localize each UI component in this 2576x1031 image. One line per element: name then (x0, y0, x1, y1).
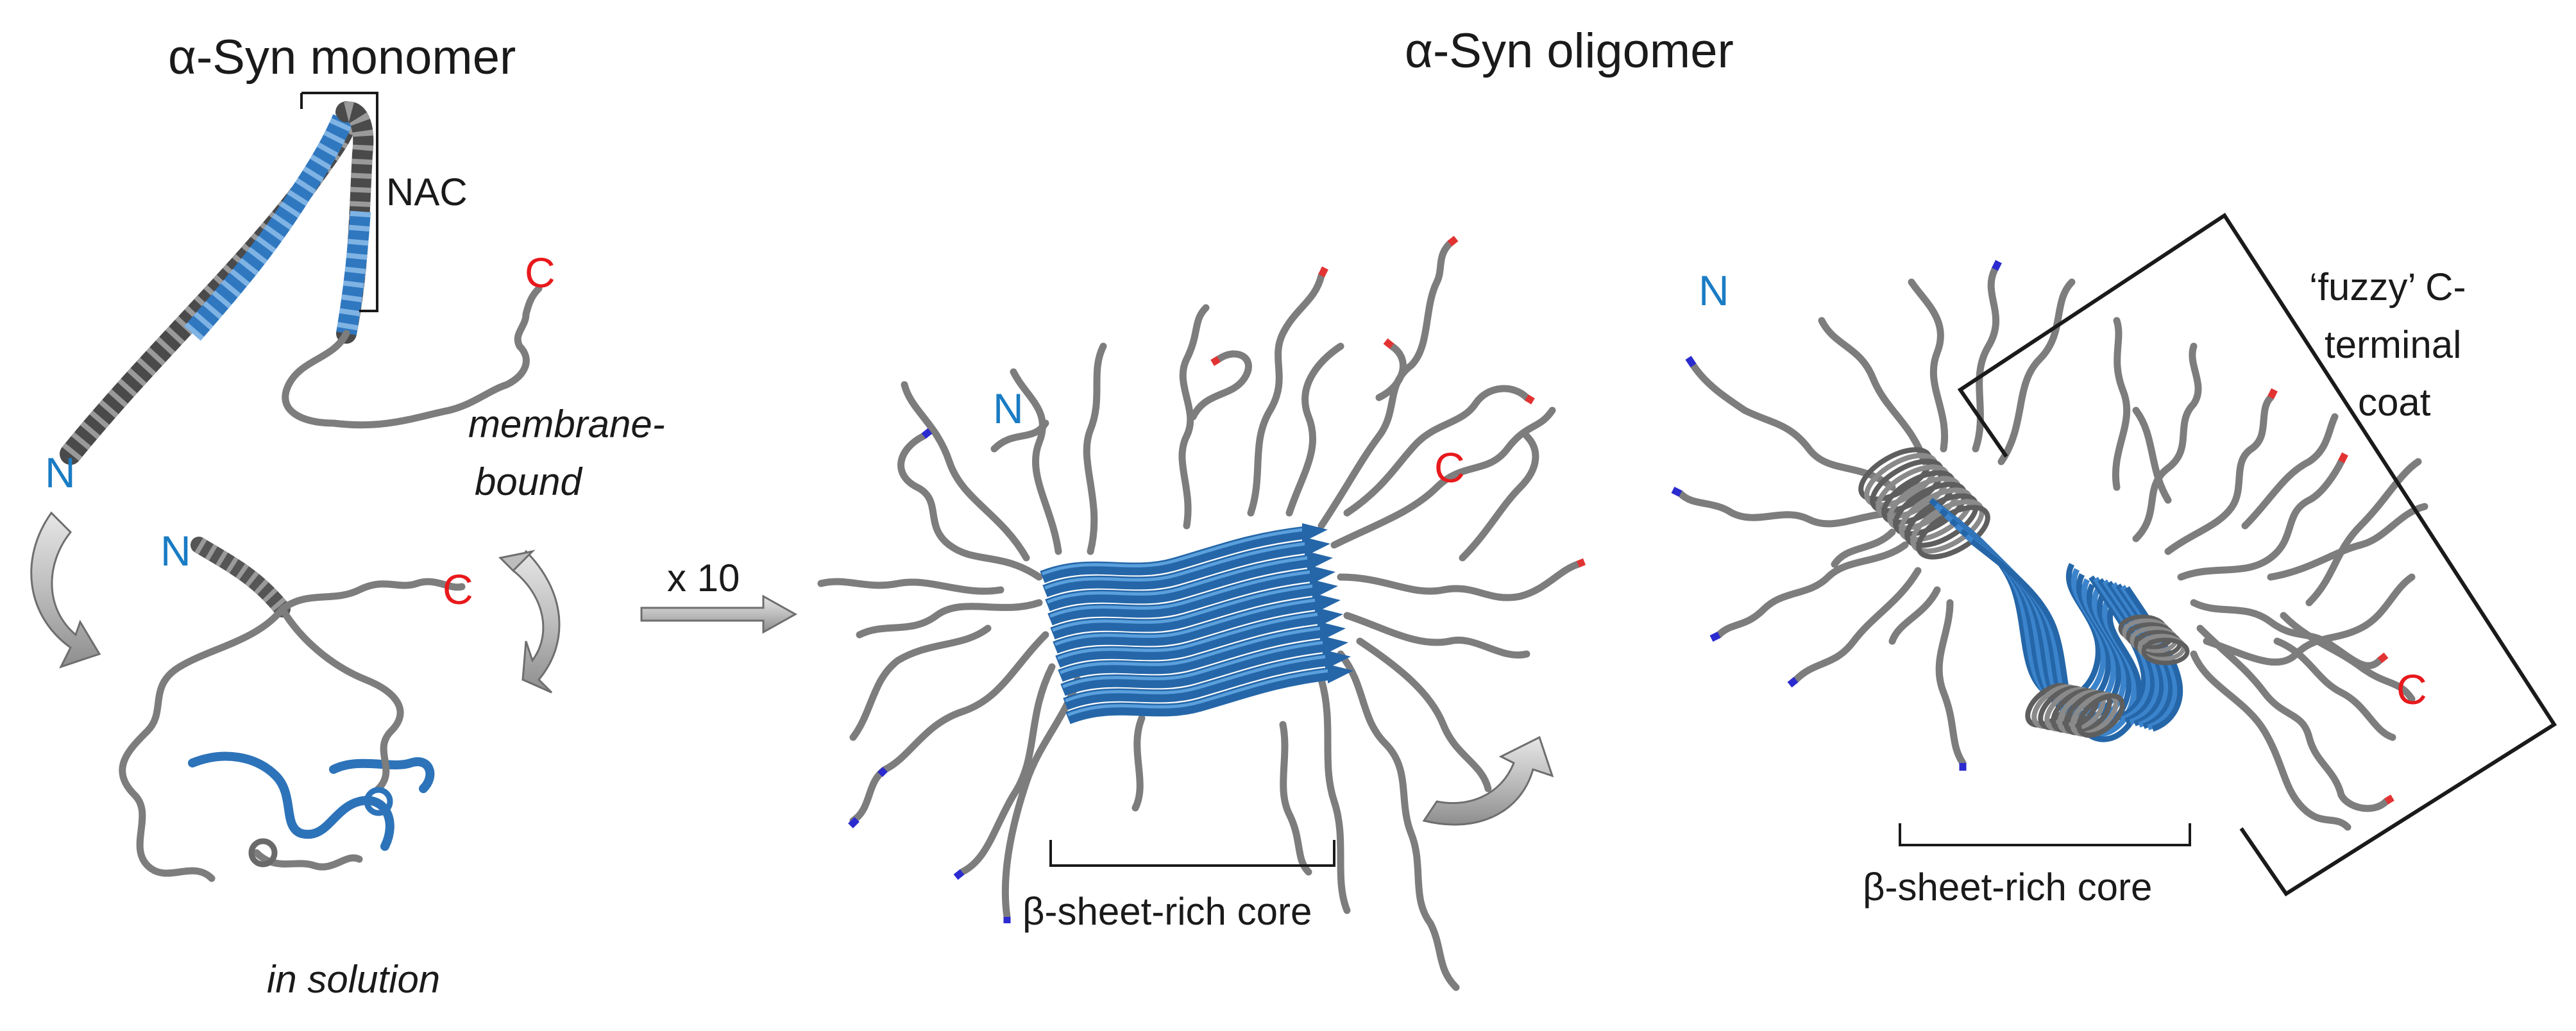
beta-strand-tip (1302, 523, 1328, 542)
oligomer-c-terminus: C (1434, 444, 1465, 491)
nac-bracket (300, 92, 378, 312)
membrane-bound-label-2: bound (475, 460, 582, 503)
rotated-beta-core (1858, 447, 2190, 742)
monomer-panel: α-Syn monomer NAC N C membrane- bound (30, 30, 665, 1001)
fuzzy-coat-bracket (1957, 212, 2557, 897)
rotated-n-terminus: N (1699, 267, 1729, 314)
beta-strand-tip (1323, 636, 1348, 655)
beta-strand-highlight (1042, 527, 1309, 576)
oligomer-panel: α-Syn oligomer (817, 24, 1734, 991)
nac-label: NAC (386, 171, 468, 214)
twisted-strand (2111, 582, 2170, 728)
oligomer-coils (817, 240, 1582, 991)
x10-label: x 10 (667, 557, 740, 599)
oligomer-rotated-panel: N C ‘fuzzy’ C- terminal coat β-sheet-ric… (1671, 212, 2557, 909)
beta-strand (1047, 568, 1318, 626)
monomer-c-terminus-bottom: C (443, 566, 473, 613)
multiplication-arrow: x 10 (640, 557, 798, 634)
oligomer-title: α-Syn oligomer (1405, 24, 1734, 78)
oligomer-n-terminus: N (993, 385, 1024, 432)
beta-strand (1040, 526, 1310, 583)
oligomer-core-bracket (1049, 840, 1335, 867)
beta-strand (1058, 624, 1328, 682)
beta-strand-tip (1328, 664, 1353, 683)
beta-strand (1065, 667, 1335, 725)
beta-strand-tip (1305, 537, 1330, 557)
beta-strand-tip (1315, 594, 1341, 613)
beta-strand-tip (1320, 622, 1346, 641)
beta-strand (1060, 639, 1330, 696)
twisted-strand (2097, 578, 2157, 724)
beta-strand-highlight (1047, 555, 1314, 604)
oligomer-terminus-tips (848, 235, 1586, 923)
stacked-turn (2141, 637, 2190, 666)
beta-strand (1050, 582, 1320, 640)
rotated-coils (1677, 265, 2428, 831)
fuzzy-label-1: ‘fuzzy’ C- (2309, 265, 2466, 308)
stacked-turn (1916, 505, 1990, 560)
beta-strand-tip (1307, 551, 1333, 571)
rotated-c-terminus: C (2396, 666, 2427, 713)
monomer-title: α-Syn monomer (168, 30, 516, 85)
beta-strand-highlight (1060, 626, 1327, 675)
membrane-bound-label-1: membrane- (468, 403, 665, 446)
stacked-turn (2076, 693, 2125, 738)
fuzzy-label-2: terminal (2325, 323, 2461, 366)
beta-strand (1045, 554, 1315, 612)
equilibrium-arrow-left (30, 511, 101, 669)
oligomer-beta-core (1040, 523, 1353, 725)
beta-strand-highlight (1052, 583, 1319, 632)
monomer-n-terminus-bottom: N (160, 527, 191, 574)
fuzzy-label-3: coat (2358, 381, 2431, 424)
beta-strand (1055, 610, 1325, 668)
oligomer-core-label: β-sheet-rich core (1022, 890, 1312, 933)
twisted-strand (2106, 580, 2165, 726)
beta-strand (1053, 596, 1323, 654)
beta-strand-tip (1325, 650, 1351, 669)
monomer-c-terminus-top: C (525, 249, 555, 296)
rotated-core-label: β-sheet-rich core (1863, 866, 2152, 909)
beta-strand-tip (1310, 566, 1335, 585)
beta-strand-highlight (1057, 612, 1325, 660)
membrane-bound-helix (60, 101, 543, 465)
beta-strand-tip (1318, 608, 1343, 627)
rotated-terminus-tips (1671, 260, 2394, 805)
beta-strand-highlight (1067, 668, 1335, 717)
beta-strand (1063, 653, 1333, 710)
in-solution-label: in solution (267, 958, 440, 1001)
solution-monomer (119, 537, 466, 882)
beta-strand-highlight (1055, 598, 1322, 646)
monomer-n-terminus-top: N (45, 449, 76, 496)
beta-strand-tip (1312, 580, 1338, 599)
twisted-strand (2089, 575, 2148, 721)
equilibrium-arrow-right (498, 549, 561, 694)
beta-strand-highlight (1065, 654, 1332, 703)
rotated-core-bracket (1899, 823, 2191, 846)
twisted-strand (2102, 579, 2161, 725)
rotation-arrow (1422, 735, 1554, 826)
beta-strand-highlight (1044, 541, 1312, 590)
beta-strand (1042, 540, 1312, 598)
beta-strand-highlight (1062, 640, 1330, 689)
twisted-strand (2093, 576, 2152, 723)
beta-strand-highlight (1049, 569, 1317, 618)
